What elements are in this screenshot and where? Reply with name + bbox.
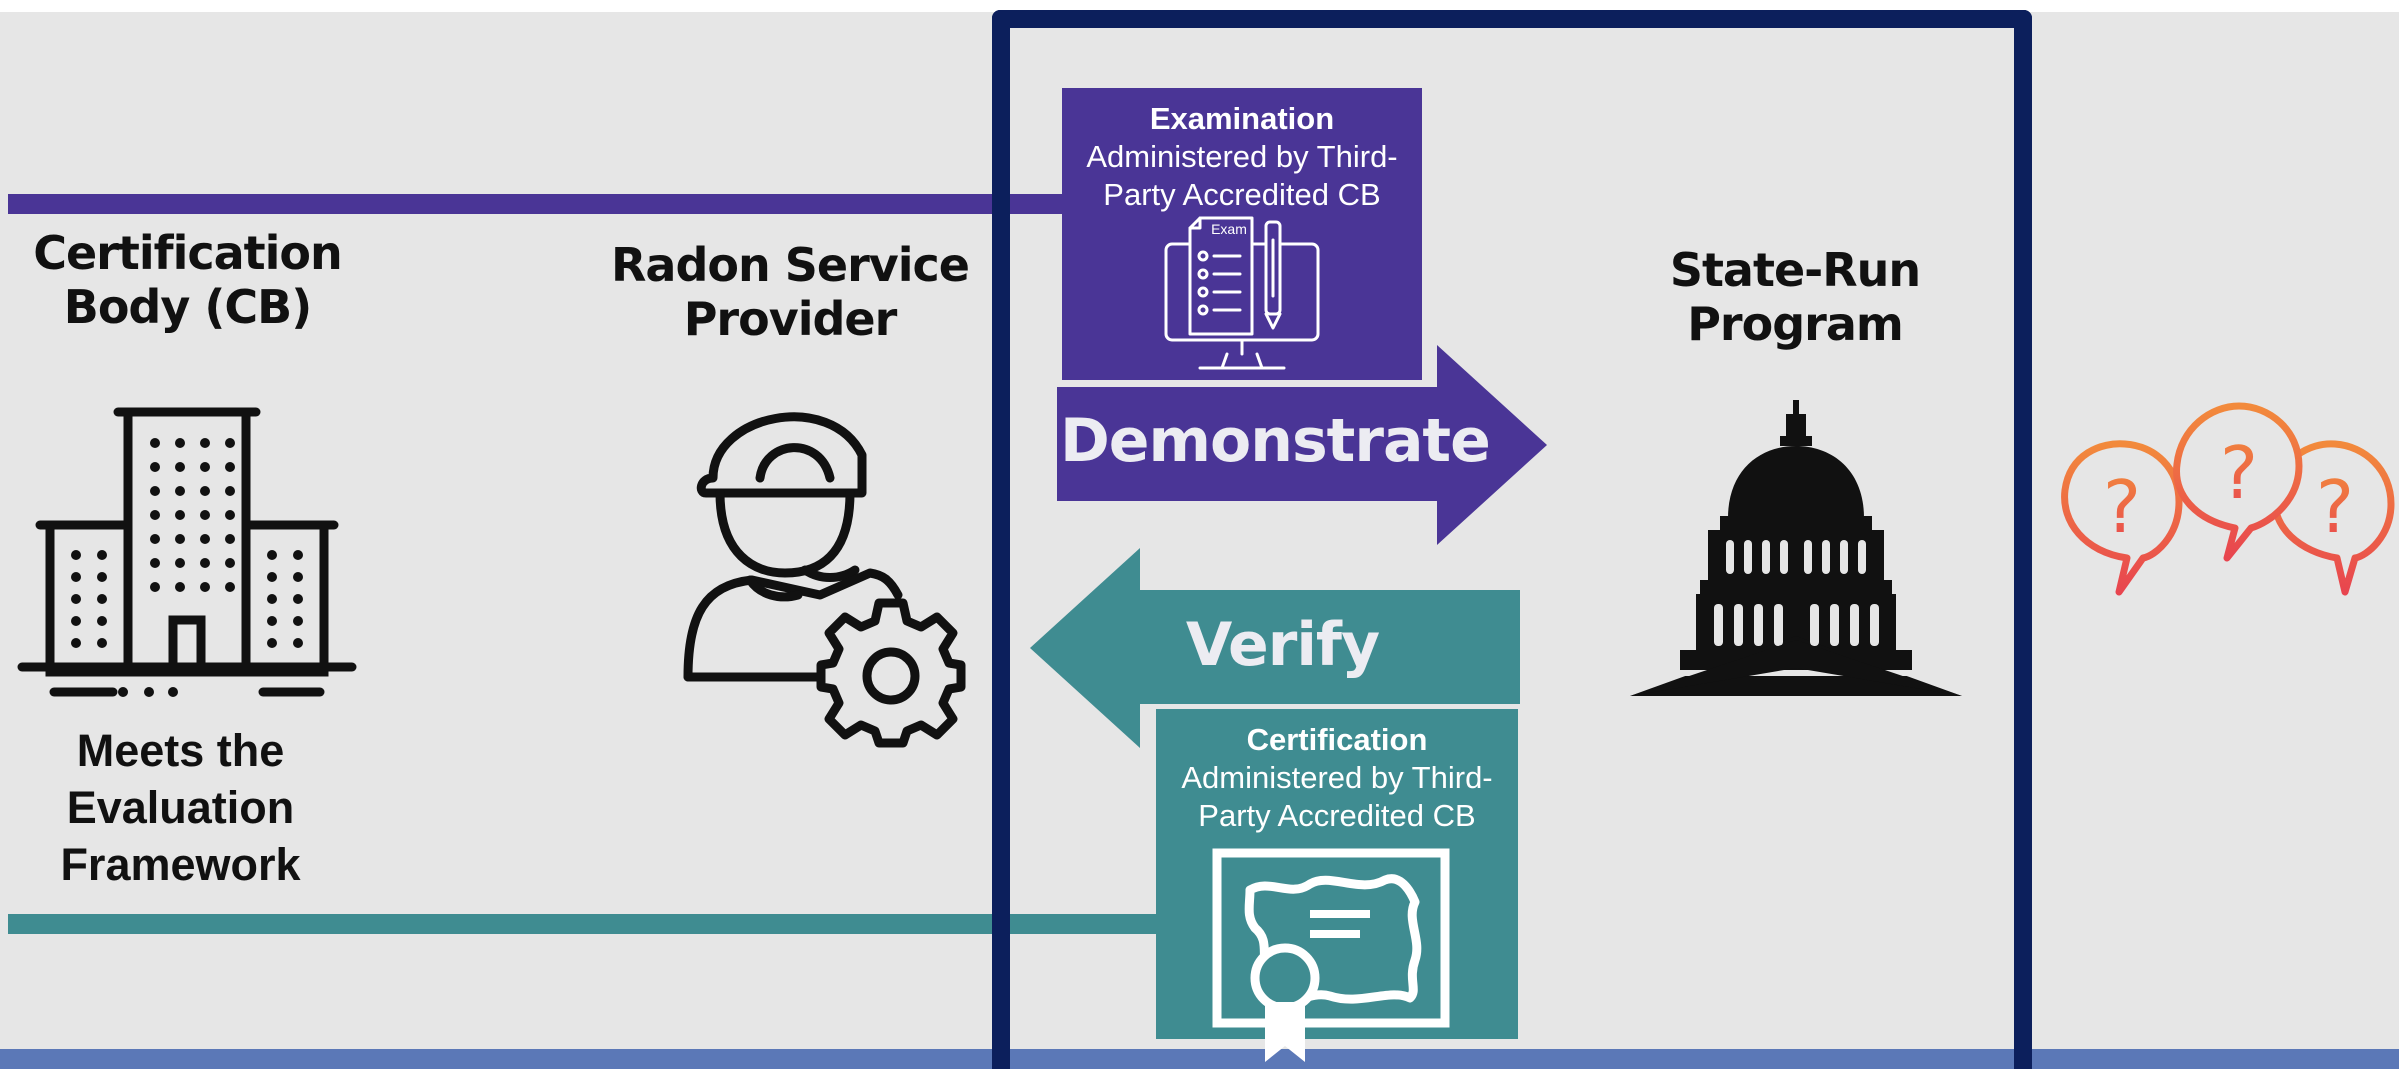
certification-title: Certification <box>1246 722 1428 757</box>
bottom-band <box>0 1049 2399 1069</box>
evaluation-framework-label: Meets the Evaluation Framework <box>60 725 301 890</box>
svg-text:?: ? <box>2103 465 2141 549</box>
examination-connector-line <box>8 194 1063 214</box>
certification-description: Administered by Third-Party Accredited C… <box>1181 760 1493 833</box>
examination-title: Examination <box>1149 101 1335 136</box>
verify-arrow <box>1030 548 1520 748</box>
exam-on-monitor-icon: Exam <box>1164 216 1320 370</box>
certificate-ribbon-icon <box>1212 848 1450 1062</box>
worker-with-gear-icon <box>683 412 966 748</box>
examination-description: Administered by Third-Party Accredited C… <box>1086 139 1398 212</box>
office-building-icon <box>17 407 357 697</box>
exam-icon-label: Exam <box>1211 221 1247 237</box>
radon-service-provider-title: Radon Service Provider <box>611 238 970 346</box>
capitol-building-icon <box>1630 400 1962 696</box>
demonstrate-label: Demonstrate <box>1060 406 1491 476</box>
state-run-program-title: State-Run Program <box>1669 243 1921 351</box>
verify-label: Verify <box>1185 610 1380 680</box>
certification-connector-line <box>8 914 1158 934</box>
certification-body-title: Certification Body (CB) <box>33 226 343 334</box>
examination-box: Examination Administered by Third-Party … <box>1062 88 1422 380</box>
question-bubbles-icon: ? ? ? <box>2061 402 2395 596</box>
svg-text:?: ? <box>2316 465 2354 549</box>
svg-text:?: ? <box>2220 431 2258 515</box>
state-program-frame <box>992 10 2032 1069</box>
demonstrate-arrow <box>1057 345 1547 545</box>
